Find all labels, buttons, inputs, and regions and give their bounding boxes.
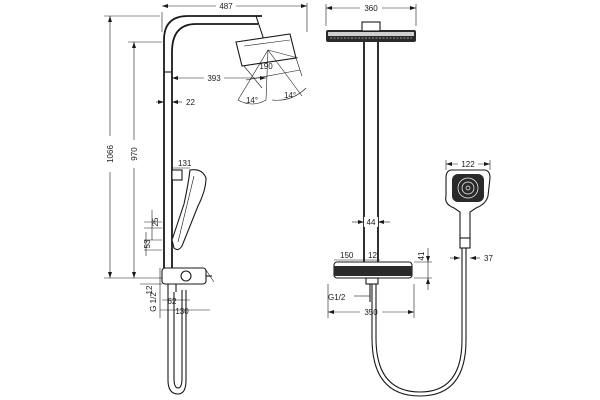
hand-shower-detail bbox=[177, 175, 195, 243]
head-connector bbox=[361, 21, 381, 32]
dim-53: 53 bbox=[143, 239, 152, 248]
angle-14-left: 14° bbox=[246, 96, 258, 105]
dim-12-front: 12 bbox=[368, 251, 377, 260]
dim-bg bbox=[458, 159, 478, 169]
thermostat-front-band bbox=[334, 266, 412, 276]
dim-22: 22 bbox=[186, 98, 195, 107]
hand-shower-body bbox=[171, 169, 207, 251]
dim-12: 12 bbox=[145, 285, 154, 294]
arm-inner bbox=[171, 23, 258, 53]
dim-arrows bbox=[158, 100, 178, 104]
thermostat-outlet bbox=[365, 277, 379, 285]
dim-ext-line bbox=[205, 269, 215, 283]
dim-arrows bbox=[358, 220, 384, 224]
dim-122: 122 bbox=[461, 160, 475, 169]
dim-62: 62 bbox=[168, 297, 177, 306]
hand-shower-connector bbox=[459, 237, 471, 249]
dim-130: 130 bbox=[175, 307, 189, 316]
hand-shower-front bbox=[445, 169, 491, 249]
thermostat-side bbox=[161, 267, 212, 292]
dim-393: 393 bbox=[207, 74, 221, 83]
dim-131: 131 bbox=[178, 159, 192, 168]
spray-line bbox=[265, 49, 269, 101]
dim-arrows bbox=[454, 256, 476, 260]
overhead-shower-front bbox=[326, 21, 416, 42]
dim-25: 25 bbox=[151, 217, 160, 226]
thermostat-knob bbox=[180, 270, 192, 282]
holder-clip bbox=[171, 169, 183, 181]
dim-ext-line bbox=[295, 57, 303, 77]
dim-190: 190 bbox=[259, 62, 273, 71]
dim-bg bbox=[360, 3, 382, 13]
dim-bg bbox=[128, 140, 140, 168]
spray-nozzles bbox=[457, 177, 479, 199]
front-hose-inner bbox=[375, 246, 463, 393]
spray-line bbox=[267, 49, 299, 59]
thermostat-front bbox=[333, 261, 413, 285]
spray-line bbox=[237, 49, 269, 101]
dim-487: 487 bbox=[219, 2, 233, 11]
head-highlight bbox=[328, 32, 414, 36]
angle-arc bbox=[237, 99, 267, 105]
thread-g12-side: G 1/2 bbox=[149, 292, 158, 312]
dim-350: 350 bbox=[364, 308, 378, 317]
hose-loop-inner bbox=[173, 290, 183, 389]
angle-14-right: 14° bbox=[284, 91, 296, 100]
dim-970: 970 bbox=[130, 147, 139, 161]
side-view: 487 190 393 22 bbox=[104, 0, 308, 395]
dim-360: 360 bbox=[364, 4, 378, 13]
angle-arc bbox=[271, 87, 307, 101]
dim-bg bbox=[104, 136, 116, 172]
dim-37: 37 bbox=[484, 254, 493, 263]
spray-face bbox=[452, 174, 484, 202]
dim-1066: 1066 bbox=[106, 145, 115, 163]
head-joint bbox=[255, 15, 265, 41]
dim-arrows bbox=[426, 256, 430, 284]
head-detail bbox=[243, 39, 291, 47]
dim-bg bbox=[364, 217, 378, 227]
thread-g12-front: G1/2 bbox=[328, 293, 346, 302]
hose-loop bbox=[167, 290, 187, 395]
front-view: 360 44 150 12 41 bbox=[325, 3, 493, 397]
hand-shower-side bbox=[171, 169, 207, 251]
spray-line bbox=[267, 49, 303, 97]
dim-44: 44 bbox=[367, 218, 376, 227]
dim-41: 41 bbox=[417, 251, 426, 260]
dim-bg bbox=[204, 73, 224, 83]
dim-ext-line bbox=[243, 65, 263, 89]
dim-150: 150 bbox=[340, 251, 354, 260]
dim-bg bbox=[360, 307, 382, 317]
dim-line-190 bbox=[245, 69, 301, 81]
arm-outer bbox=[163, 15, 262, 41]
dim-bg bbox=[216, 0, 236, 10]
front-hose-outer bbox=[371, 246, 467, 397]
